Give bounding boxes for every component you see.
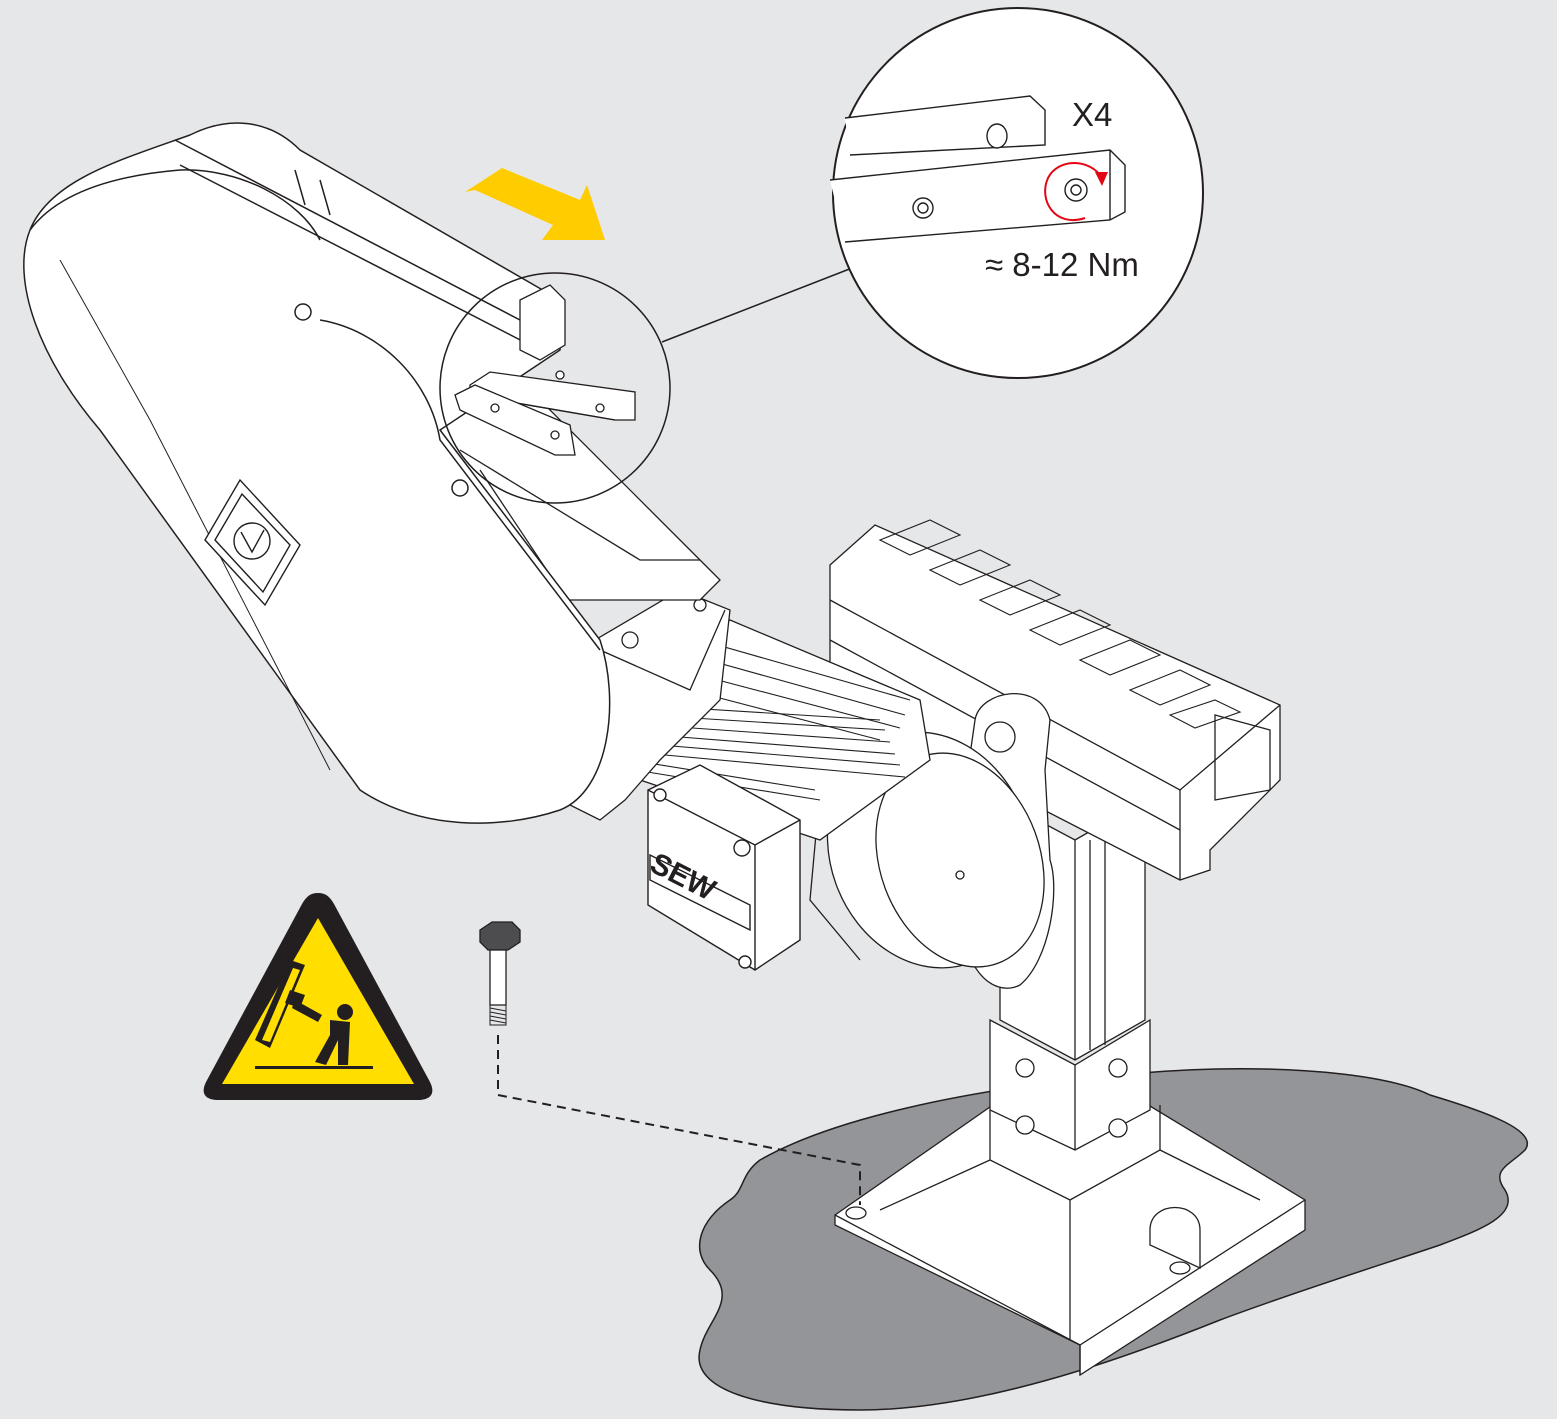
conveyor-chain: [878, 519, 1242, 729]
callout-torque-label: ≈ 8-12 Nm: [985, 246, 1139, 283]
tip-over-hazard-warning-icon: [203, 893, 433, 1100]
conveyor-rail: [829, 519, 1281, 881]
callout-quantity-label: X4: [1072, 96, 1112, 133]
detail-circle-small: [439, 272, 671, 504]
stand-base: [834, 1099, 1306, 1377]
drive-cover: [23, 122, 611, 824]
terminal-box: [647, 764, 801, 971]
hex-bolt-icon: [479, 921, 521, 1026]
callout-connector: [661, 267, 853, 343]
brand-badge: [204, 478, 301, 607]
detail-callout: X4 ≈ 8-12 Nm: [829, 7, 1204, 379]
clockwise-tighten-icon: [1044, 162, 1108, 221]
yellow-arrow-icon: [465, 168, 605, 240]
bolt-placement-line: [497, 1035, 861, 1205]
